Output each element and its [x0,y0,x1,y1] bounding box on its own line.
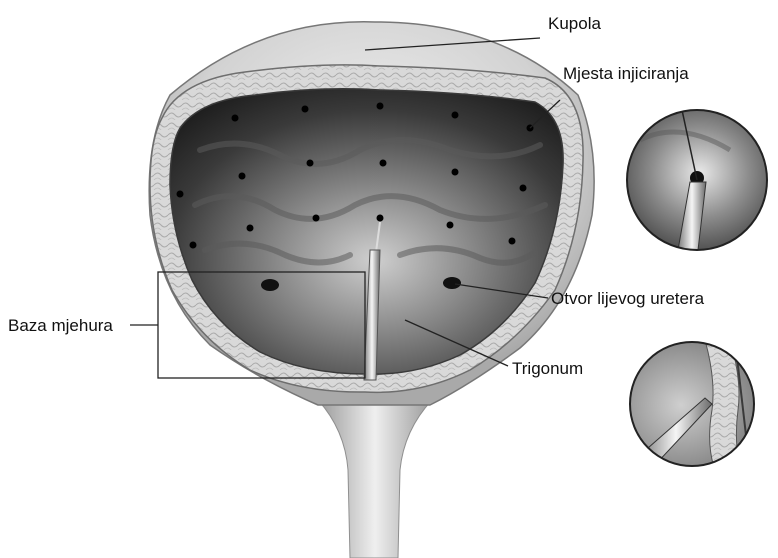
inset-wall-crosssection [625,340,765,470]
label-dome: Kupola [548,14,601,33]
label-bladder-base: Baza mjehura [8,316,113,335]
left-ureter-opening [443,277,461,289]
label-trigone: Trigonum [512,359,583,378]
inset-injection-closeup [620,105,778,255]
label-left-ureter-opening: Otvor lijevog uretera [551,289,705,308]
right-ureter-opening [261,279,279,291]
urethra-neck [318,400,432,558]
label-injection-sites: Mjesta injiciranja [563,64,689,83]
